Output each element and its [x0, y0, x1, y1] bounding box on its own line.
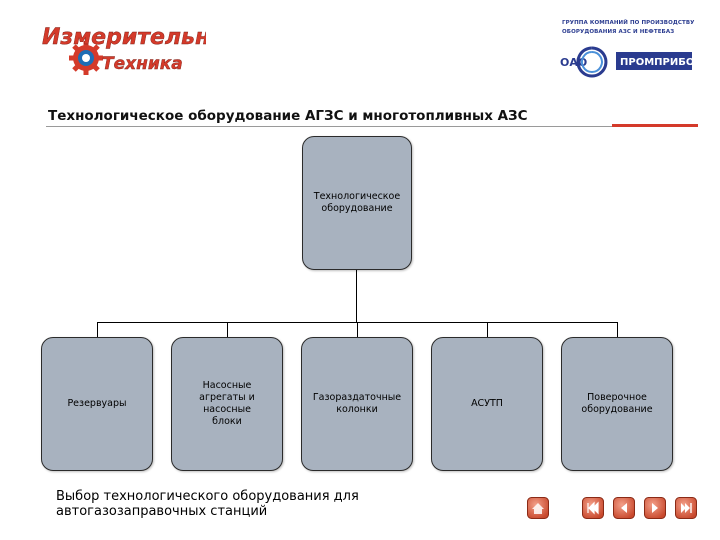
org-node-label: Газораздаточные колонки [312, 392, 402, 415]
svg-text:Измерительная: Измерительная [42, 25, 206, 50]
connector-child-4 [487, 322, 488, 337]
connector-child-3 [357, 322, 358, 337]
prev-slide-button[interactable] [613, 497, 635, 519]
title-accent-bar [612, 124, 698, 127]
org-node-asutp: АСУТП [431, 337, 543, 471]
last-slide-button[interactable] [675, 497, 697, 519]
first-icon [582, 497, 604, 519]
connector-root-down [356, 270, 357, 322]
connector-child-5 [617, 322, 618, 337]
logo-izmeritelnaya-tekhnika: Измерительная Техника [36, 14, 239, 76]
first-slide-button[interactable] [582, 497, 604, 519]
gear-logo-icon: Измерительная Техника [42, 25, 239, 75]
org-node-calibration: Поверочное оборудование [561, 337, 673, 471]
company-tagline: группа компаний по производству оборудов… [562, 19, 702, 37]
home-icon [527, 497, 549, 519]
prev-icon [613, 497, 635, 519]
org-node-label: Насосные агрегаты и насосные блоки [199, 380, 255, 427]
footer-caption: Выбор технологического оборудования для … [56, 489, 476, 519]
home-button[interactable] [527, 497, 549, 519]
org-node-pump-units: Насосные агрегаты и насосные блоки [171, 337, 283, 471]
tagline-line-1: группа компаний по производству [562, 20, 695, 26]
org-node-tanks: Резервуары [41, 337, 153, 471]
last-icon [675, 497, 697, 519]
org-node-gas-dispensers: Газораздаточные колонки [301, 337, 413, 471]
org-node-label: Резервуары [67, 398, 127, 409]
svg-text:ПРОМПРИБОР: ПРОМПРИБОР [620, 57, 696, 68]
page-title: Технологическое оборудование АГЗС и мног… [48, 108, 528, 124]
title-divider [46, 126, 698, 127]
connector-child-1 [97, 322, 98, 337]
org-node-label: АСУТП [471, 398, 503, 409]
org-node-root: Технологическое оборудование [302, 136, 412, 270]
org-node-label: Поверочное оборудование [581, 392, 653, 415]
next-slide-button[interactable] [644, 497, 666, 519]
svg-text:Техника: Техника [102, 54, 183, 74]
org-node-root-label: Технологическое оборудование [313, 191, 401, 214]
connector-child-2 [227, 322, 228, 337]
next-icon [644, 497, 666, 519]
tagline-line-2: оборудования АЗС и нефтебаз [562, 29, 675, 35]
logo-promrpribor: ОАО ПРОМПРИБОР [556, 40, 702, 80]
svg-text:ОАО: ОАО [560, 56, 587, 69]
promrpribor-emblem-icon: ОАО ПРОМПРИБОР [560, 46, 702, 78]
